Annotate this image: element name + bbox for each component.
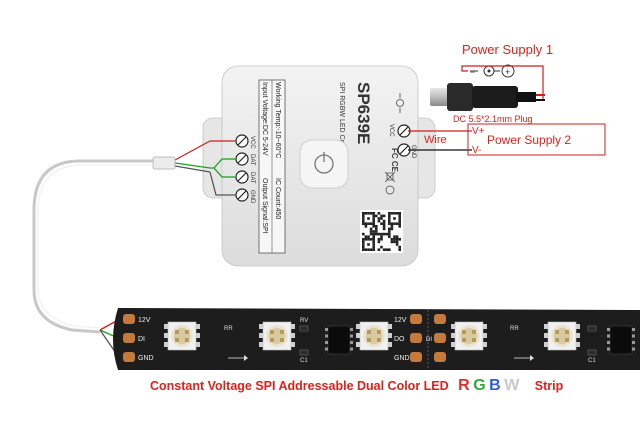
led-chip xyxy=(544,321,580,351)
dc-plug xyxy=(430,83,545,111)
dc-polarity-icon: − + xyxy=(470,64,515,78)
spec-ic-count: IC Count:450 xyxy=(274,178,281,219)
caption-r: R xyxy=(458,377,470,394)
terminal-gnd-right: GND xyxy=(410,145,416,159)
pad-mid-gnd: GND xyxy=(394,355,410,362)
data-direction-arrow xyxy=(514,355,534,361)
spec-input-voltage: Input Voltage:DC 5-24V xyxy=(261,82,268,156)
led-chip xyxy=(259,321,295,351)
led-chip xyxy=(356,321,392,351)
pad-di: DI xyxy=(138,336,145,343)
terminal-vcc-right: VCC xyxy=(388,124,394,137)
terminal-gnd-left: GND xyxy=(249,190,255,204)
ic-chip xyxy=(325,325,353,355)
caption-g: G xyxy=(473,377,485,394)
power-supply-2-label: Power Supply 2 xyxy=(487,133,571,147)
pad-gnd: GND xyxy=(138,355,154,362)
right-terminal-block xyxy=(397,124,411,157)
pad-mid-di: DI xyxy=(426,337,432,343)
chip-label-c1-1: C1 xyxy=(300,358,308,364)
caption-prefix: Constant Voltage SPI Addressable Dual Co… xyxy=(150,379,449,393)
weee-bin-icon xyxy=(384,171,396,183)
led-chip xyxy=(451,321,487,351)
caption-suffix: Strip xyxy=(535,379,564,393)
spec-output-signal: Output Signal:SPI xyxy=(261,178,268,234)
pad-mid-do: DO xyxy=(394,336,405,343)
vplus-label: V+ xyxy=(472,126,485,137)
model-subtitle: SPI RGBW LED Controller xyxy=(338,82,345,166)
chip-label-rr-2: RR xyxy=(510,326,519,332)
ic-chip xyxy=(607,325,635,355)
terminal-vcc-left: VCC xyxy=(249,136,255,149)
strip-caption: Constant Voltage SPI Addressable Dual Co… xyxy=(150,377,564,394)
power-supply-2-box xyxy=(467,123,606,156)
resistor xyxy=(299,325,309,332)
power-button[interactable] xyxy=(299,139,349,189)
qr-code xyxy=(360,210,403,253)
cert-marks: FC CE xyxy=(390,148,399,173)
terminal-dat-left-2: DAT xyxy=(249,172,255,184)
caption-b: B xyxy=(489,377,501,394)
recycle-icon xyxy=(385,185,395,195)
model-name: SP639E xyxy=(354,82,373,144)
data-direction-arrow xyxy=(228,355,248,361)
vminus-label: V- xyxy=(472,145,481,156)
pad-12v: 12V xyxy=(138,317,151,324)
dc-symbol-icon xyxy=(396,93,404,113)
signal-cable xyxy=(32,140,236,357)
svg-text:−: − xyxy=(470,67,475,77)
resistor xyxy=(587,349,597,356)
pad-mid-12v: 12V xyxy=(394,317,407,324)
controller-box: Input Voltage:DC 5-24V Working Temp:-10~… xyxy=(202,65,436,267)
chip-label-c1-2: C1 xyxy=(588,358,596,364)
spec-working-temp: Working Temp:-10~60°C xyxy=(274,82,282,158)
wire-label: Wire xyxy=(424,134,447,146)
chip-label-rv: RV xyxy=(300,318,308,324)
led-strip: 12V DI GND 12V DO GND DI RR C1 RV RR C1 xyxy=(113,308,640,370)
power-supply-1-label: Power Supply 1 xyxy=(462,42,553,57)
resistor xyxy=(299,349,309,356)
resistor xyxy=(587,325,597,332)
chip-label-rr-1: RR xyxy=(224,326,233,332)
terminal-dat-left-1: DAT xyxy=(249,154,255,166)
svg-text:+: + xyxy=(505,67,510,77)
caption-w: W xyxy=(504,377,520,394)
dc-plug-label: DC 5.5*2.1mm Plug xyxy=(453,114,533,124)
led-chip xyxy=(164,321,200,351)
